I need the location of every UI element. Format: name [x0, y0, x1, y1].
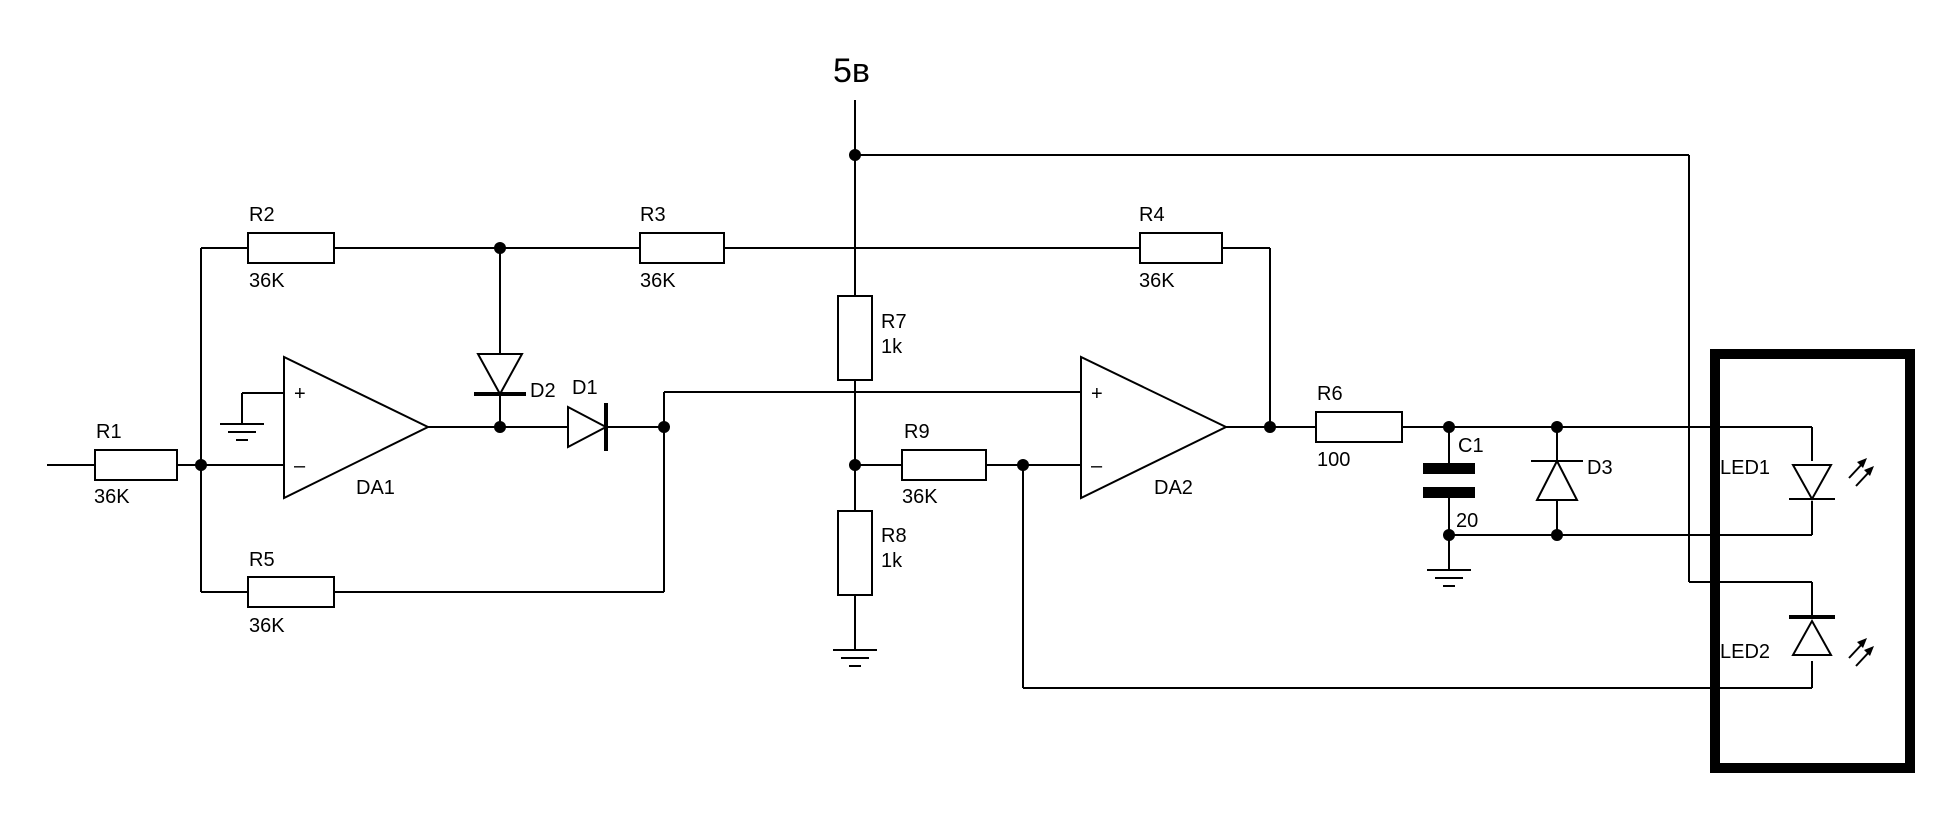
r6-name: R6 [1317, 383, 1343, 405]
resistor-r1 [94, 449, 178, 481]
r4-name: R4 [1139, 204, 1165, 226]
led-indicator-box [1710, 349, 1915, 773]
diode-d3 [1531, 458, 1583, 501]
ground-symbol-r8 [833, 649, 877, 667]
r9-name: R9 [904, 421, 930, 443]
c1-value: 20 [1456, 510, 1478, 532]
opamp-da2 [1080, 355, 1229, 500]
resistor-r8 [837, 510, 873, 596]
r8-value: 1k [881, 550, 903, 572]
da2-minus-sign: – [1091, 455, 1103, 477]
d1-label: D1 [572, 377, 598, 399]
r5-name: R5 [249, 549, 275, 571]
resistor-r4 [1139, 232, 1223, 264]
capacitor-c1 [1423, 463, 1475, 498]
da2-plus-sign: + [1091, 383, 1103, 405]
r5-value: 36K [249, 615, 285, 637]
r7-name: R7 [881, 311, 907, 333]
r1-value: 36K [94, 486, 130, 508]
diode-d2 [474, 353, 526, 397]
resistor-r7 [837, 295, 873, 381]
resistor-r5 [247, 576, 335, 608]
r8-name: R8 [881, 525, 907, 547]
resistor-r3 [639, 232, 725, 264]
ground-symbol-da1 [220, 423, 264, 441]
r2-value: 36K [249, 270, 285, 292]
da1-minus-sign: – [294, 455, 306, 477]
r2-name: R2 [249, 204, 275, 226]
r1-name: R1 [96, 421, 122, 443]
r7-value: 1k [881, 336, 903, 358]
diode-d1 [567, 403, 609, 451]
junction-dots [195, 149, 1563, 541]
d3-label: D3 [1587, 457, 1613, 479]
r9-value: 36K [902, 486, 938, 508]
r3-value: 36K [640, 270, 676, 292]
ground-symbol-c1 [1427, 535, 1471, 587]
r6-value: 100 [1317, 449, 1350, 471]
led2-symbol [1789, 615, 1874, 667]
d2-label: D2 [530, 380, 556, 402]
r3-name: R3 [640, 204, 666, 226]
led2-label: LED2 [1720, 641, 1770, 663]
r4-value: 36K [1139, 270, 1175, 292]
da2-label: DA2 [1154, 477, 1193, 499]
led1-label: LED1 [1720, 457, 1770, 479]
resistor-r6 [1315, 411, 1403, 443]
led1-symbol [1789, 458, 1874, 502]
c1-name: C1 [1458, 435, 1484, 457]
resistor-r9 [901, 449, 987, 481]
resistor-r2 [247, 232, 335, 264]
opamp-da1 [283, 355, 431, 500]
da1-plus-sign: + [294, 383, 306, 405]
supply-label: 5в [833, 52, 870, 90]
da1-label: DA1 [356, 477, 395, 499]
